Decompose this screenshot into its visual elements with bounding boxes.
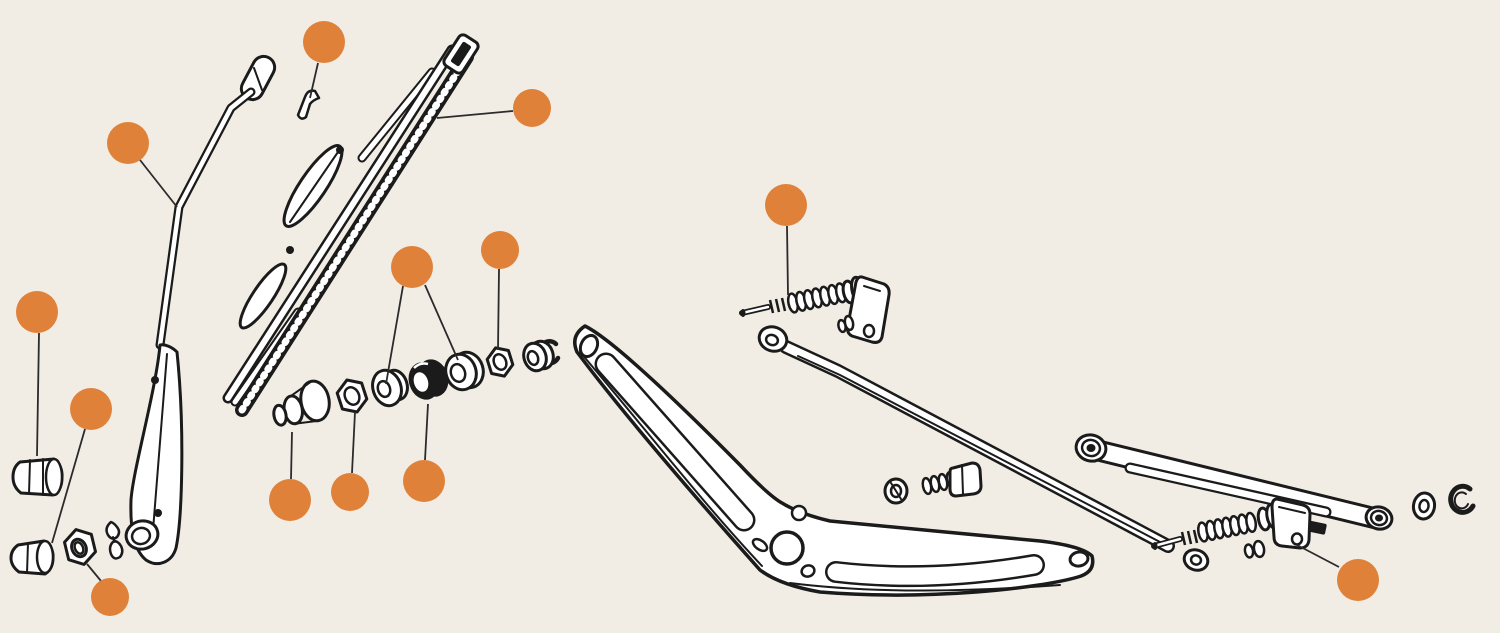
- part-link-arm: [1074, 433, 1394, 531]
- part-small-retainer-clip: [105, 520, 124, 560]
- callout-layer: [16, 21, 1379, 616]
- part-frame-washer: [883, 477, 909, 505]
- callout-1[interactable]: [303, 21, 345, 63]
- part-pivot-nut: [485, 346, 515, 378]
- callout-5-leader-line: [51, 428, 86, 544]
- part-wiper-arm: [124, 54, 277, 565]
- callout-5[interactable]: [70, 388, 112, 430]
- part-cap-nut: [11, 457, 64, 497]
- callout-13-leader-line: [1296, 544, 1340, 568]
- callout-1-leader-line: [309, 62, 319, 99]
- callout-3-leader-line: [139, 159, 178, 208]
- callout-13[interactable]: [1337, 559, 1379, 601]
- callout-9[interactable]: [269, 479, 311, 521]
- callout-4[interactable]: [16, 291, 58, 333]
- part-spacer-washer-clip: [522, 339, 561, 373]
- part-connecting-rod: [757, 325, 1210, 572]
- part-pivot-grommet: [371, 368, 409, 408]
- part-pivot-washer: [444, 350, 485, 392]
- callout-7[interactable]: [481, 231, 519, 269]
- part-shaft-circlip: [1448, 483, 1476, 515]
- part-arm-retainer-clip: [296, 89, 321, 120]
- part-mounting-frame: [573, 324, 1095, 597]
- callout-8-leader-line: [786, 225, 789, 296]
- part-shaft-washer: [1411, 491, 1437, 521]
- callout-7-leader-line: [497, 268, 500, 351]
- callout-2[interactable]: [513, 89, 551, 127]
- callout-9-leader-line: [290, 431, 293, 480]
- callout-10[interactable]: [331, 473, 369, 511]
- callout-6[interactable]: [391, 246, 433, 288]
- callout-2-leader-line: [436, 110, 514, 119]
- callout-4-leader-line: [36, 332, 40, 457]
- part-frame-bolt: [921, 461, 983, 498]
- part-pivot-shaft-left: [739, 275, 891, 344]
- part-wiper-blade: [222, 33, 480, 417]
- callout-10-leader-line: [351, 411, 356, 474]
- part-hex-nut: [63, 528, 97, 566]
- callout-6-leader-line: [424, 284, 459, 361]
- part-dome-cap: [9, 539, 55, 576]
- part-pivot-bushing: [408, 359, 449, 400]
- callout-6-leader-line: [385, 285, 404, 385]
- callout-12[interactable]: [91, 578, 129, 616]
- part-spindle-cap: [272, 379, 331, 427]
- callout-11-leader-line: [424, 403, 429, 461]
- callout-8[interactable]: [765, 184, 807, 226]
- part-arm-nut: [335, 378, 369, 414]
- callout-12-leader-line: [86, 563, 102, 582]
- callout-11[interactable]: [403, 460, 445, 502]
- part-pivot-shaft-right: [1151, 497, 1327, 559]
- callout-3[interactable]: [107, 122, 149, 164]
